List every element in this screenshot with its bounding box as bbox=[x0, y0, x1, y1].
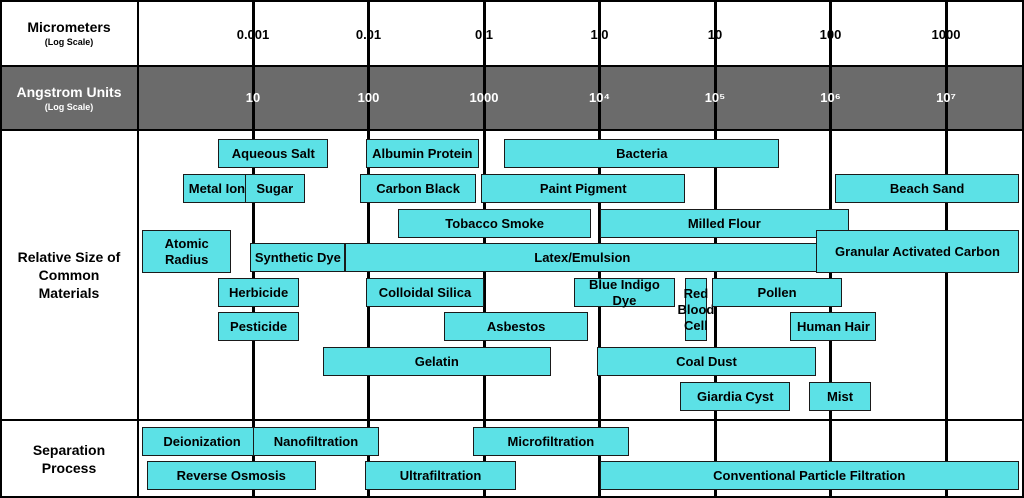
material-bar-paint-pigment: Paint Pigment bbox=[481, 174, 685, 203]
label-column-divider bbox=[137, 0, 139, 498]
material-bar-albumin-protein: Albumin Protein bbox=[365, 139, 479, 168]
separation-bar-deionization: Deionization bbox=[142, 427, 263, 456]
material-bar-granular-activated-carbon: Granular Activated Carbon bbox=[816, 230, 1019, 273]
separation-label: Separation Process bbox=[32, 441, 106, 476]
material-bar-coal-dust: Coal Dust bbox=[596, 347, 817, 376]
divider-header bbox=[0, 65, 1024, 67]
material-bar-aqueous-salt: Aqueous Salt bbox=[218, 139, 329, 168]
micrometer-tick-label: 0.1 bbox=[474, 27, 494, 42]
material-bar-tobacco-smoke: Tobacco Smoke bbox=[397, 209, 592, 238]
angstrom-tick-label: 1000 bbox=[469, 90, 499, 105]
angstrom-tick-label: 100 bbox=[357, 90, 380, 105]
divider-angstrom bbox=[0, 129, 1024, 131]
separation-bar-microfiltration: Microfiltration bbox=[472, 427, 629, 456]
material-bar-mist: Mist bbox=[808, 382, 872, 411]
angstrom-sublabel: (Log Scale) bbox=[44, 102, 94, 112]
angstrom-row-label: Angstrom Units (Log Scale) bbox=[0, 72, 138, 124]
materials-row-label: Relative Size of Common Materials bbox=[0, 131, 138, 419]
material-bar-latex-emulsion: Latex/Emulsion bbox=[345, 243, 820, 272]
micrometer-tick-label: 0.001 bbox=[236, 27, 270, 42]
materials-label: Relative Size of Common Materials bbox=[17, 249, 121, 301]
material-bar-atomic-radius: Atomic Radius bbox=[142, 230, 232, 273]
material-bar-colloidal-silica: Colloidal Silica bbox=[365, 278, 484, 307]
angstrom-label: Angstrom Units bbox=[16, 84, 122, 100]
material-bar-red-blood-cell: Red Blood Cell bbox=[678, 278, 714, 341]
material-bar-blue-indigo-dye: Blue Indigo Dye bbox=[573, 277, 675, 308]
material-bar-human-hair: Human Hair bbox=[790, 312, 877, 341]
separation-bar-ultrafiltration: Ultrafiltration bbox=[364, 461, 517, 490]
micrometers-sublabel: (Log Scale) bbox=[44, 37, 94, 47]
separation-bar-reverse-osmosis: Reverse Osmosis bbox=[146, 461, 316, 490]
left-border bbox=[0, 0, 2, 498]
angstrom-tick-label: 10⁴ bbox=[589, 90, 610, 105]
micrometers-label: Micrometers bbox=[27, 19, 111, 35]
material-bar-milled-flour: Milled Flour bbox=[599, 209, 850, 238]
material-bar-synthetic-dye: Synthetic Dye bbox=[250, 243, 346, 272]
separation-bar-nanofiltration: Nanofiltration bbox=[253, 427, 379, 456]
material-bar-beach-sand: Beach Sand bbox=[835, 174, 1019, 203]
top-border bbox=[0, 0, 1024, 2]
right-border bbox=[1022, 0, 1024, 498]
separation-bar-conventional-particle-filtration: Conventional Particle Filtration bbox=[599, 461, 1019, 490]
material-bar-carbon-black: Carbon Black bbox=[360, 174, 476, 203]
micrometer-tick-label: 0.01 bbox=[355, 27, 382, 42]
material-bar-pesticide: Pesticide bbox=[218, 312, 299, 341]
material-bar-asbestos: Asbestos bbox=[443, 312, 589, 341]
micrometer-tick-label: 100 bbox=[819, 27, 842, 42]
micrometer-tick-label: 1.0 bbox=[590, 27, 609, 42]
angstrom-tick-label: 10⁵ bbox=[704, 90, 726, 105]
angstrom-tick-label: 10⁷ bbox=[936, 90, 956, 105]
material-bar-herbicide: Herbicide bbox=[218, 278, 299, 307]
angstrom-tick-label: 10 bbox=[245, 90, 261, 105]
angstrom-header-band bbox=[0, 66, 1024, 130]
angstrom-tick-label: 10⁶ bbox=[820, 90, 841, 105]
material-bar-bacteria: Bacteria bbox=[504, 139, 780, 168]
bottom-border bbox=[0, 496, 1024, 498]
separation-row-label: Separation Process bbox=[0, 421, 138, 496]
divider-separation bbox=[0, 419, 1024, 421]
material-bar-sugar: Sugar bbox=[244, 174, 305, 203]
material-bar-pollen: Pollen bbox=[712, 278, 842, 307]
material-bar-gelatin: Gelatin bbox=[322, 347, 551, 376]
micrometer-tick-label: 1000 bbox=[931, 27, 961, 42]
material-bar-metal-ion: Metal Ion bbox=[183, 174, 251, 203]
micrometer-tick-label: 10 bbox=[707, 27, 723, 42]
material-bar-giardia-cyst: Giardia Cyst bbox=[680, 382, 791, 411]
micrometers-row-label: Micrometers (Log Scale) bbox=[0, 8, 138, 58]
